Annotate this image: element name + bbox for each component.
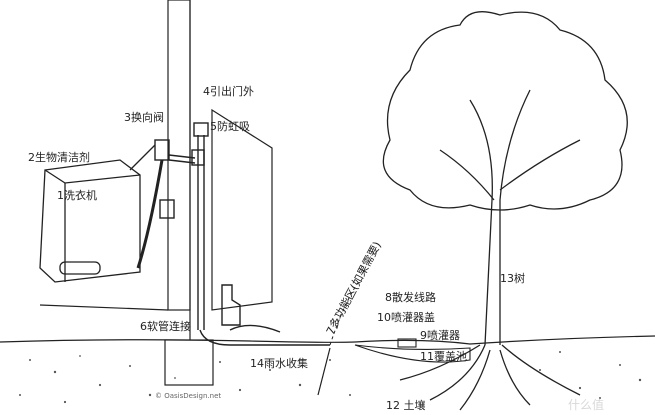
sprinkler-cover xyxy=(397,338,417,348)
credit-text: © OasisDesign.net xyxy=(155,392,222,400)
soil-texture xyxy=(19,351,642,404)
label-valve: 3换向阀 xyxy=(124,111,164,124)
label-mulch: 9喷灌器 xyxy=(420,329,460,342)
watermark-text: 什么值 xyxy=(568,398,605,412)
foundation xyxy=(164,339,214,386)
plumbing xyxy=(136,122,330,346)
label-siphon: 5防虹吸 xyxy=(210,120,250,133)
rain-pipe xyxy=(317,347,331,396)
label-detergent: 2生物清洁剂 xyxy=(28,151,90,164)
label-soil: 12 土壤 xyxy=(386,399,426,412)
label-tree: 13树 xyxy=(500,272,525,285)
label-rain: 14雨水收集 xyxy=(250,357,308,370)
tree-drawing xyxy=(382,11,628,411)
label-cover: 10喷灌器盖 xyxy=(377,311,435,324)
exterior-wall xyxy=(211,108,273,311)
ground-line xyxy=(0,335,655,345)
washing-machine-drawing xyxy=(39,144,156,283)
mulch-basin xyxy=(354,344,471,363)
label-basin: 11覆盖池 xyxy=(420,350,467,363)
label-hose: 6软管连接 xyxy=(140,320,191,333)
label-washer: 1洗衣机 xyxy=(57,189,97,202)
label-outlet: 4引出门外 xyxy=(203,85,254,98)
distribution-line xyxy=(329,279,361,346)
label-diverter: 8散发线路 xyxy=(385,291,436,304)
